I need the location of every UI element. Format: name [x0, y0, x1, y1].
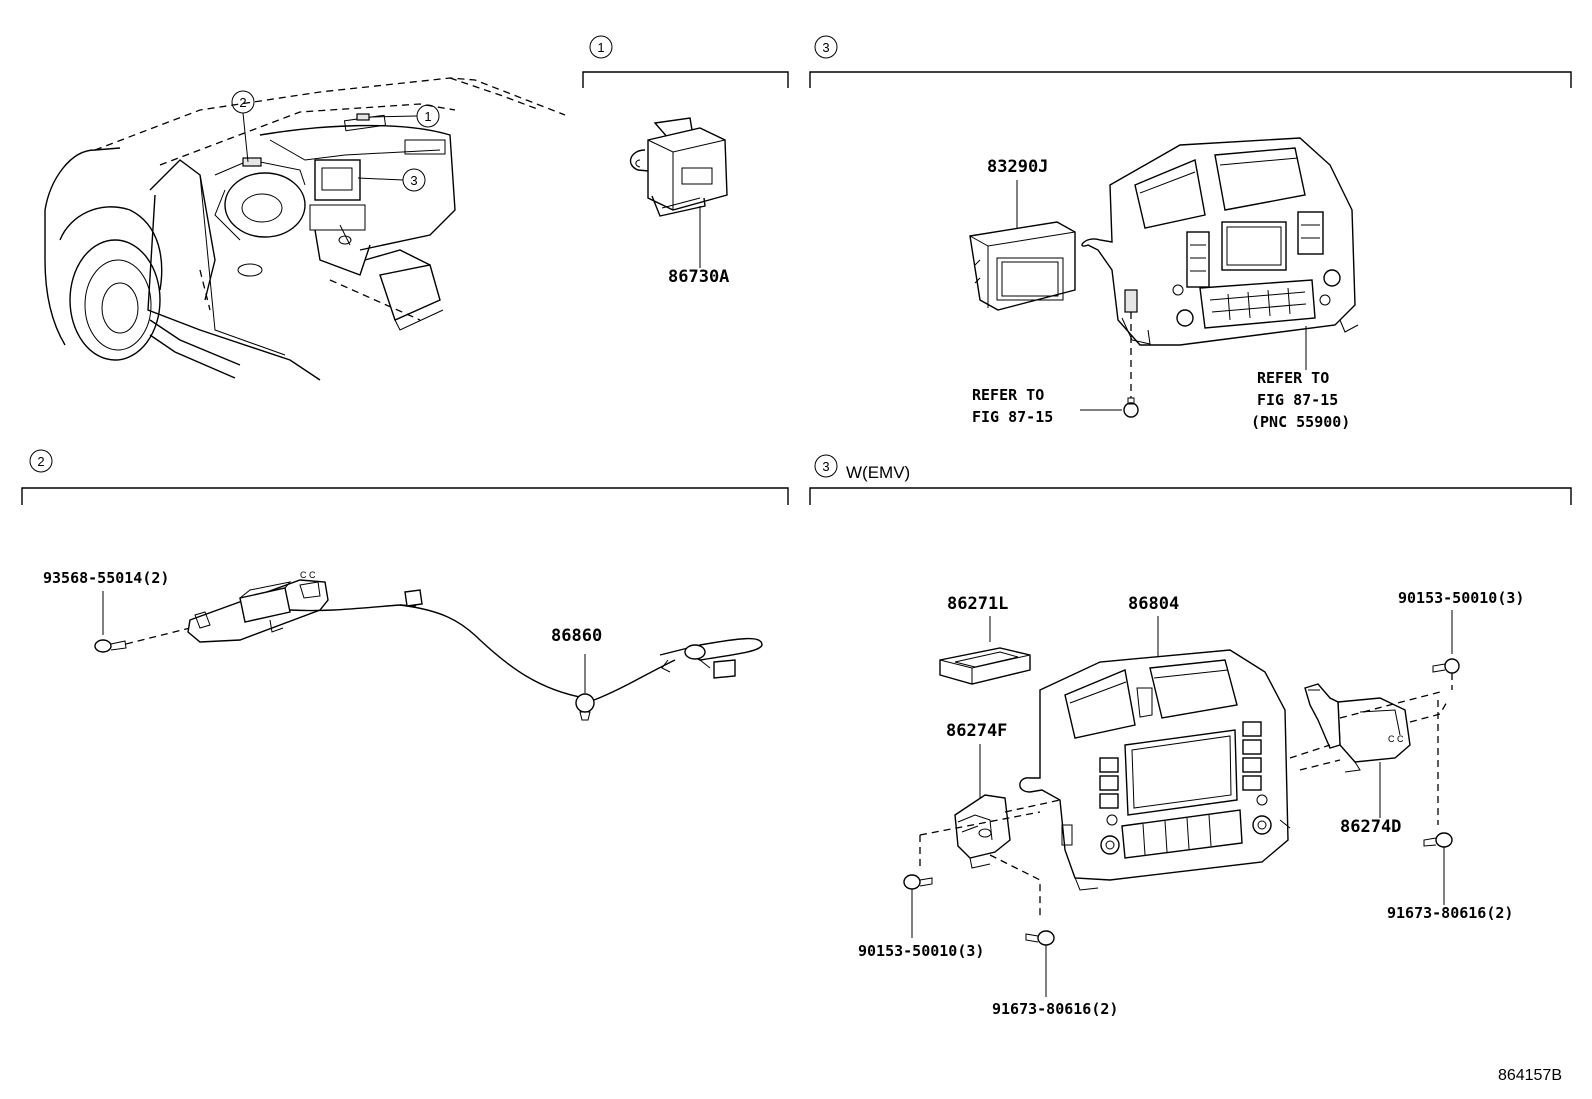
part-86271L-label: 86271L [947, 594, 1008, 614]
part-93568-label: 93568-55014(2) [43, 569, 169, 587]
part-90153-left-label: 90153-50010(3) [858, 942, 984, 960]
vehicle-interior-overview: 2 1 3 [44, 77, 566, 381]
refer-right-line3: (PNC 55900) [1251, 413, 1350, 431]
part-86730A-drawing [629, 117, 728, 268]
overview-callout-3: 3 [357, 168, 426, 192]
part-86274D-bracket-drawing: C C [1304, 683, 1411, 773]
refer-left-line1: REFER TO [972, 386, 1044, 404]
svg-text:1: 1 [424, 109, 431, 124]
section-2-header: 2 [21, 449, 789, 505]
figure-id: 864157B [1498, 1067, 1562, 1084]
section-3-header: 3 [809, 35, 1572, 88]
screw-90153-left [903, 874, 933, 890]
refer-right-line1: REFER TO [1257, 369, 1329, 387]
part-83290J-label: 83290J [987, 157, 1048, 177]
screw-90153-right [1432, 658, 1460, 674]
section-1-header: 1 [582, 35, 789, 88]
overview-callout-1: 1 [369, 104, 440, 128]
center-panel-top-drawing [1081, 137, 1359, 346]
antenna-bracket-drawing: C C [187, 570, 329, 643]
screw-91673-right [1423, 832, 1453, 848]
section-2-number: 2 [37, 454, 44, 469]
screw-91673-left [1025, 930, 1055, 946]
svg-text:2: 2 [239, 95, 246, 110]
part-83290J-drawing [969, 221, 1076, 311]
screw-refer-left [1123, 397, 1139, 418]
part-86274F-label: 86274F [946, 721, 1007, 741]
refer-left-line2: FIG 87-15 [972, 408, 1053, 426]
svg-text:3: 3 [410, 173, 417, 188]
part-86730A-label: 86730A [668, 267, 729, 287]
refer-right-line2: FIG 87-15 [1257, 391, 1338, 409]
section-3-emv-header: 3 W(EMV) [809, 454, 1572, 505]
part-86860-label: 86860 [551, 626, 602, 646]
svg-text:C C: C C [300, 570, 316, 580]
part-90153-right-label: 90153-50010(3) [1398, 589, 1524, 607]
part-86274D-label: 86274D [1340, 817, 1401, 837]
part-86274F-bracket-drawing [954, 794, 1011, 869]
section-3-number: 3 [822, 40, 829, 55]
section-3-emv-number: 3 [822, 459, 829, 474]
screw-93568 [94, 639, 127, 653]
overview-callout-2: 2 [231, 90, 255, 163]
part-91673-left-label: 91673-80616(2) [992, 1000, 1118, 1018]
antenna-cable-86860-drawing [289, 589, 763, 721]
section-1-number: 1 [597, 40, 604, 55]
section-3-emv-title: W(EMV) [846, 463, 910, 482]
part-91673-right-label: 91673-80616(2) [1387, 904, 1513, 922]
part-86804-label: 86804 [1128, 594, 1179, 614]
svg-text:C C: C C [1388, 734, 1404, 744]
part-86804-center-panel-drawing [1019, 649, 1291, 891]
part-86271L-drawing [939, 647, 1031, 685]
